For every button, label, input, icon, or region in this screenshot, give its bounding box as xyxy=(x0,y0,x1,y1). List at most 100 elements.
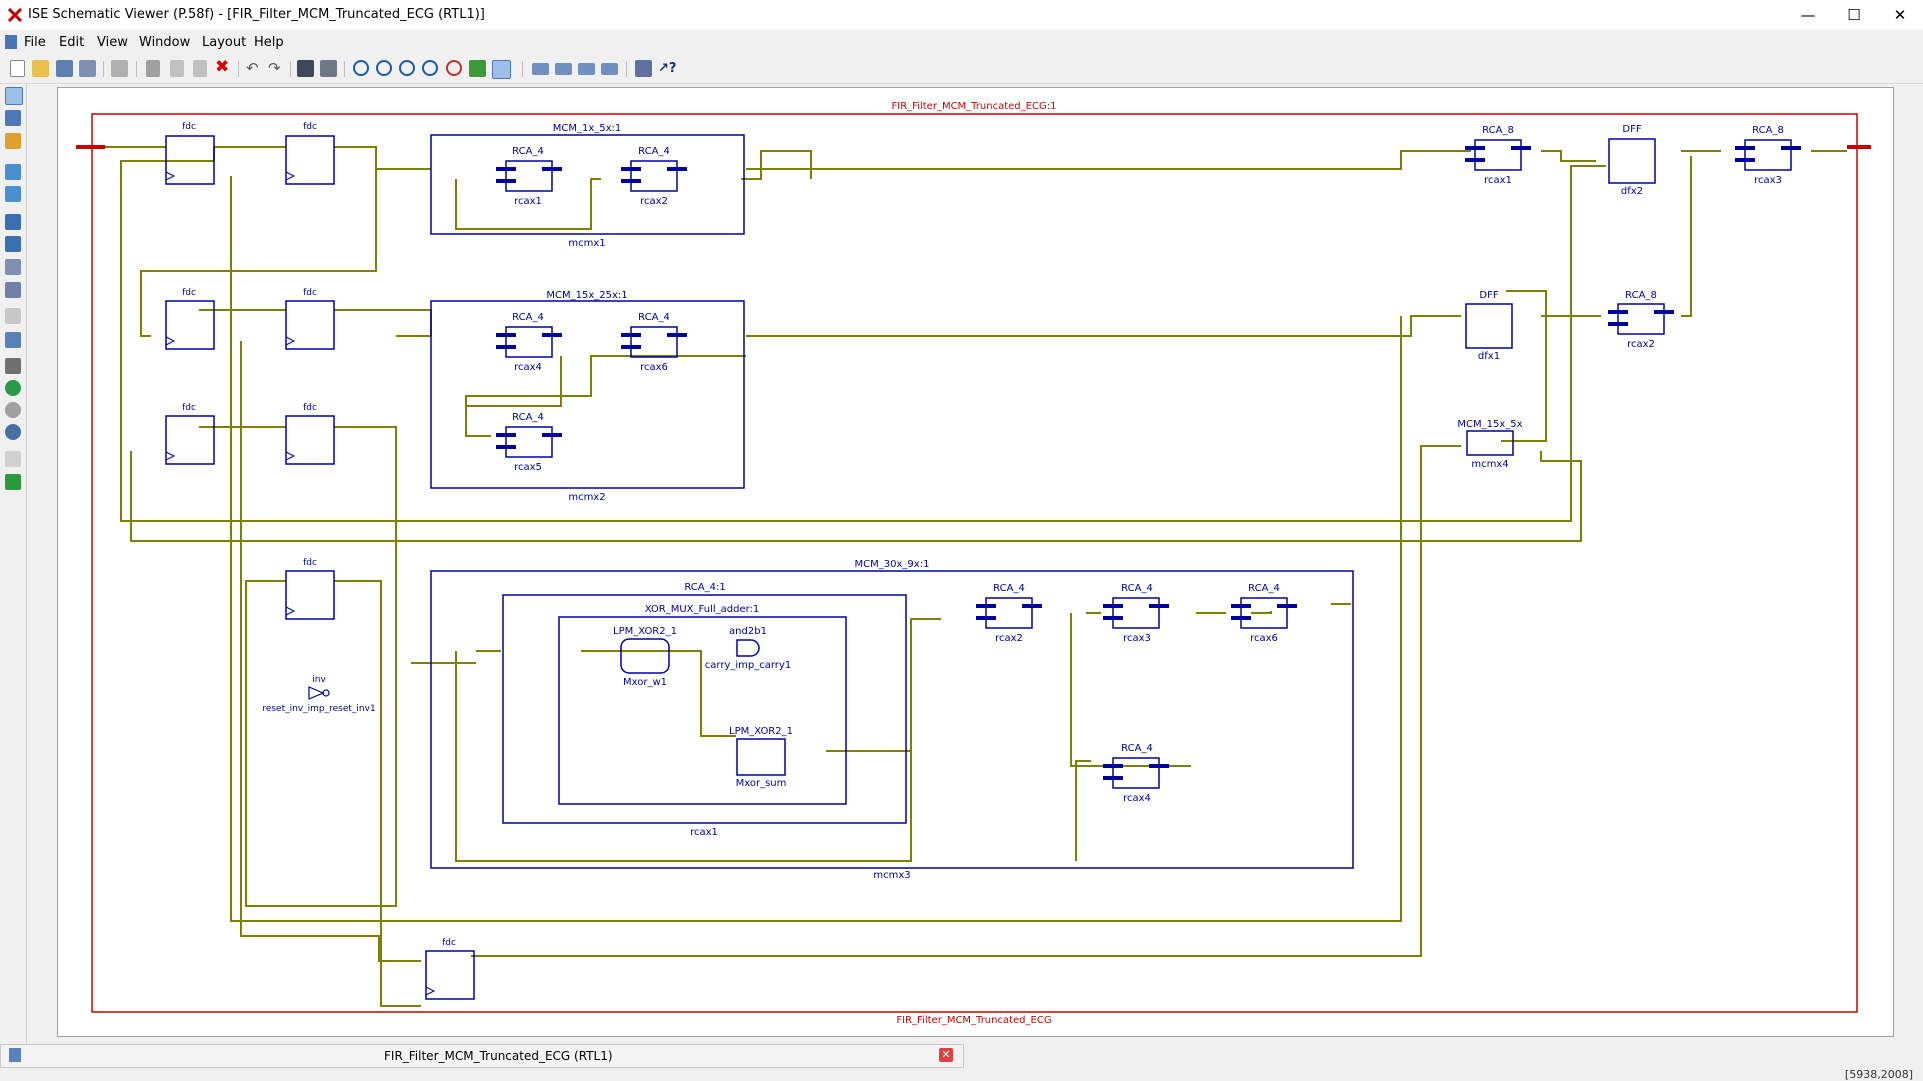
mcm-1x-5x-block[interactable]: MCM_1x_5x:1 mcmx1 RCA_4 rcax1 RCA_4 rcax… xyxy=(430,123,745,249)
globe-icon[interactable] xyxy=(5,424,21,440)
mcm2-rca4-name: rcax4 xyxy=(514,362,542,373)
document-icon xyxy=(5,35,17,49)
find-icon[interactable] xyxy=(297,60,314,77)
help-cursor-icon[interactable]: ↗? xyxy=(658,61,677,76)
fdc-2[interactable]: fdc xyxy=(285,122,335,185)
lpm-xor-w1[interactable] xyxy=(620,638,670,674)
status-bar: [5938,2008] xyxy=(0,1068,1923,1081)
fdc-3[interactable]: fdc xyxy=(165,288,215,350)
properties-icon[interactable] xyxy=(5,308,21,324)
select-arrow-icon[interactable] xyxy=(5,87,23,105)
fdc-8[interactable]: fdc xyxy=(425,938,475,1000)
mcm-15x-5x-block[interactable]: MCM_15x_5x mcmx4 xyxy=(1457,419,1522,470)
mcm2-rca4-type: RCA_4 xyxy=(512,312,544,323)
select-net-icon[interactable] xyxy=(5,110,21,126)
xilinx-app-icon xyxy=(8,8,22,22)
clear-icon[interactable] xyxy=(5,451,21,467)
add-pin-icon[interactable] xyxy=(5,133,21,149)
zoom-area-icon[interactable] xyxy=(422,60,438,76)
rca8a-name: rcax1 xyxy=(1484,175,1512,186)
grid-icon[interactable] xyxy=(5,259,21,275)
save-icon[interactable] xyxy=(56,60,73,77)
redo-icon[interactable]: ↷ xyxy=(268,59,281,77)
list-icon[interactable] xyxy=(5,282,21,298)
rca8-rcax2[interactable]: RCA_8 rcax2 xyxy=(1606,290,1676,350)
cursor-coords: [5938,2008] xyxy=(1844,1068,1913,1081)
open-icon[interactable] xyxy=(32,60,49,77)
close-button[interactable]: ✕ xyxy=(1877,0,1923,30)
dff-dfx1[interactable]: DFF dfx1 xyxy=(1465,290,1513,362)
lock-icon[interactable] xyxy=(5,358,21,374)
rca4-1-block[interactable] xyxy=(502,594,907,824)
zoom-selection-icon[interactable] xyxy=(446,60,462,76)
mcm1-rca2-name: rcax2 xyxy=(640,196,668,207)
fdc-4-label: fdc xyxy=(303,288,317,298)
rca8-rcax3[interactable]: RCA_8 rcax3 xyxy=(1733,125,1803,186)
mcm2-name: mcmx2 xyxy=(568,492,605,503)
cut-icon[interactable] xyxy=(146,60,160,77)
refresh-icon[interactable] xyxy=(469,60,486,77)
zoom-out-icon[interactable] xyxy=(376,60,392,76)
wrench-icon[interactable] xyxy=(635,60,652,77)
dff-dfx2[interactable]: DFF dfx2 xyxy=(1608,124,1656,197)
tile-vertical-icon[interactable] xyxy=(578,63,595,75)
dff1-name: dfx1 xyxy=(1478,351,1500,362)
cascade-icon[interactable] xyxy=(532,63,549,75)
maximize-button[interactable]: ☐ xyxy=(1831,0,1877,30)
zoom-full-icon[interactable] xyxy=(399,60,415,76)
tab-close-icon[interactable]: ✕ xyxy=(939,1048,953,1062)
save-all-icon[interactable] xyxy=(79,60,96,77)
inv-type: inv xyxy=(312,675,326,685)
lpm-xor-sum[interactable] xyxy=(736,738,786,776)
fdc-7-label: fdc xyxy=(303,558,317,568)
zoom-in-icon[interactable] xyxy=(353,60,369,76)
inv-gate[interactable]: inv reset_inv_imp_reset_inv1 xyxy=(262,675,375,714)
mcm3-rca3-name: rcax3 xyxy=(1123,633,1151,644)
run-icon[interactable] xyxy=(5,474,21,490)
xor-mux-block[interactable] xyxy=(558,616,847,805)
menu-window[interactable]: Window xyxy=(139,35,191,50)
arrange-icon[interactable] xyxy=(601,63,618,75)
lpm1-name: Mxor_w1 xyxy=(623,677,667,688)
menu-view[interactable]: View xyxy=(97,35,128,50)
mcm-30x-9x-block[interactable]: MCM_30x_9x:1 mcmx3 RCA_4:1 rcax1 XOR_MUX… xyxy=(430,559,1354,881)
lpm2-name: Mxor_sum xyxy=(736,778,787,789)
left-toolbar xyxy=(0,84,27,1044)
go-back-icon[interactable] xyxy=(5,380,21,396)
fdc-5-label: fdc xyxy=(182,403,196,413)
rca8-rcax1[interactable]: RCA_8 rcax1 xyxy=(1463,125,1533,186)
forward-icon[interactable] xyxy=(5,164,21,180)
print-icon[interactable] xyxy=(111,60,128,77)
and-gate[interactable] xyxy=(736,639,760,657)
rca4-1-name: rcax1 xyxy=(690,827,718,838)
fdc-1-label: fdc xyxy=(182,122,196,132)
find-next-icon[interactable] xyxy=(320,60,337,77)
fdc-4[interactable]: fdc xyxy=(285,288,335,350)
menu-help[interactable]: Help xyxy=(254,35,284,50)
menu-layout[interactable]: Layout xyxy=(202,35,247,50)
hierarchy-down-icon[interactable] xyxy=(5,236,21,252)
highlight-icon[interactable] xyxy=(492,60,511,79)
minimize-button[interactable]: — xyxy=(1785,0,1831,30)
menu-edit[interactable]: Edit xyxy=(59,35,85,50)
mcm-15x-25x-block[interactable]: MCM_15x_25x:1 mcmx2 RCA_4 rcax4 RCA_4 rc… xyxy=(430,290,745,503)
copy-icon[interactable] xyxy=(170,60,184,77)
paste-icon[interactable] xyxy=(193,60,207,77)
dff2-type: DFF xyxy=(1622,124,1641,135)
schematic-canvas[interactable]: FIR_Filter_MCM_Truncated_ECG:1 FIR_Filte… xyxy=(57,87,1894,1037)
fdc-6[interactable]: fdc xyxy=(285,403,335,465)
fdc-1[interactable]: fdc xyxy=(165,122,215,185)
undo-icon[interactable]: ↶ xyxy=(246,59,259,77)
menu-bar: File Edit View Window Layout Help – ❐ ✕ xyxy=(0,31,1923,78)
tile-horizontal-icon[interactable] xyxy=(555,63,572,75)
menu-file[interactable]: File xyxy=(24,35,46,50)
hierarchy-up-icon[interactable] xyxy=(5,214,21,230)
text-icon[interactable] xyxy=(5,332,21,348)
back-icon[interactable] xyxy=(5,186,21,202)
delete-icon[interactable]: ✖ xyxy=(215,57,230,77)
fdc-7[interactable]: fdc xyxy=(285,558,335,620)
fdc-5[interactable]: fdc xyxy=(165,403,215,465)
new-icon[interactable] xyxy=(10,60,25,77)
document-tab[interactable]: FIR_Filter_MCM_Truncated_ECG (RTL1) ✕ xyxy=(0,1044,964,1068)
go-forward-icon[interactable] xyxy=(5,402,21,418)
